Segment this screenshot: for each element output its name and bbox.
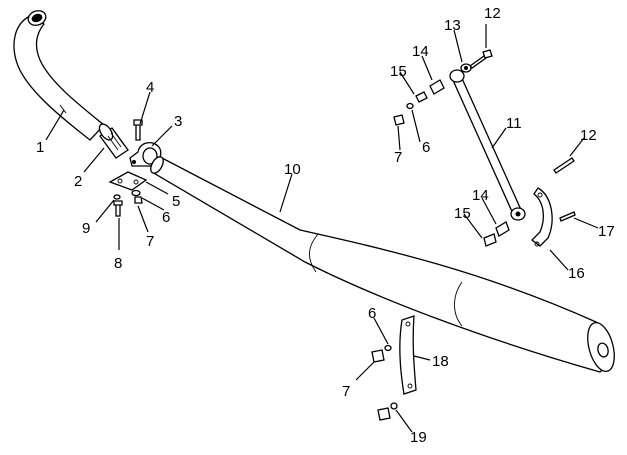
header-pipe (13, 10, 105, 141)
coupling-ring (98, 123, 129, 159)
bracket-hardware (113, 189, 143, 217)
callout-7-top: 7 (394, 149, 402, 166)
callout-6: 6 (162, 209, 170, 226)
callout-7-bottom: 7 (342, 383, 350, 400)
callout-6-bottom: 6 (368, 305, 376, 322)
callout-15-right: 15 (454, 205, 471, 222)
callout-18: 18 (432, 353, 449, 370)
clamp-bolt (133, 119, 143, 141)
callout-14-top: 14 (412, 43, 429, 60)
upper-hardware (393, 49, 493, 126)
callout-6-top: 6 (422, 139, 430, 156)
bracket-plate (108, 171, 148, 191)
callout-7: 7 (146, 233, 154, 250)
callout-8: 8 (114, 255, 122, 272)
callout-labels: 1 2 3 4 5 6 7 8 9 10 11 12 13 14 15 6 7 … (36, 5, 615, 446)
pipe-clamp (129, 141, 162, 167)
callout-10: 10 (284, 161, 301, 178)
callout-19: 19 (410, 429, 427, 446)
lower-hardware (483, 157, 576, 247)
callout-2: 2 (74, 173, 82, 190)
callout-17: 17 (598, 223, 615, 240)
stay-rod (449, 69, 526, 221)
callout-11: 11 (506, 115, 522, 132)
callout-16: 16 (568, 265, 585, 282)
callout-12-right: 12 (580, 127, 597, 144)
callout-15-top: 15 (390, 63, 407, 80)
muffler (150, 156, 615, 373)
callout-5: 5 (172, 193, 180, 210)
callout-9: 9 (82, 220, 90, 237)
muffler-strap-hardware (371, 315, 417, 421)
callout-1: 1 (36, 139, 44, 156)
callout-14-right: 14 (472, 187, 489, 204)
callout-3: 3 (174, 113, 182, 130)
callout-4: 4 (146, 79, 154, 96)
callout-13: 13 (444, 17, 461, 34)
callout-12-top: 12 (484, 5, 501, 22)
leader-lines (45, 24, 599, 433)
